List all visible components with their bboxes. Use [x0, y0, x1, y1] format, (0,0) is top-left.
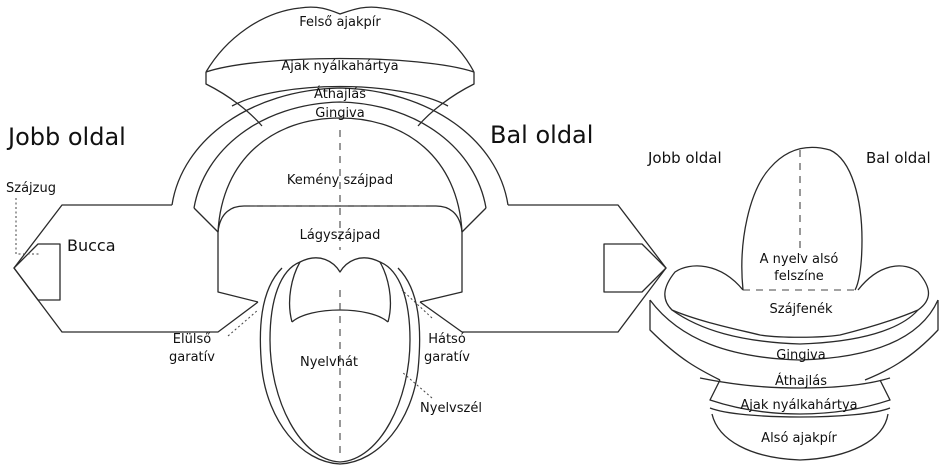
label-lower-lip-mucosa: Ajak nyálkahártya: [740, 398, 857, 413]
label-tongue-edge: Nyelvszél: [420, 401, 482, 416]
label-cheek: Bucca: [67, 236, 116, 255]
label-tongue-under-1: A nyelv alsó: [760, 252, 839, 267]
upper-mouth-diagram: Felső ajakpír Ajak nyálkahártya Áthajlás…: [6, 7, 666, 464]
left-lip-corner-shape: [604, 244, 666, 292]
label-tongue-under-2: felszíne: [774, 269, 824, 284]
label-lower-vestibule: Áthajlás: [775, 373, 827, 389]
label-mouth-floor: Szájfenék: [770, 302, 833, 317]
label-vestibule: Áthajlás: [314, 86, 366, 102]
label-upper-lip: Felső ajakpír: [299, 15, 381, 30]
label-lower-gingiva: Gingiva: [776, 348, 825, 363]
label-side-left: Bal oldal: [490, 121, 593, 149]
right-cheek-region: [14, 205, 258, 332]
right-cheek-inner: [194, 208, 218, 232]
label-posterior-arch-2: garatív: [424, 350, 470, 365]
label-lower-side-right: Jobb oldal: [647, 149, 722, 167]
soft-palate-region-right: [420, 232, 462, 302]
label-soft-palate: Lágyszájpad: [300, 228, 381, 243]
right-lip-corner-shape: [14, 244, 60, 300]
label-lower-lip: Alsó ajakpír: [761, 431, 837, 446]
label-lip-mucosa: Ajak nyálkahártya: [281, 59, 398, 74]
label-posterior-arch-1: Hátsó: [428, 332, 466, 347]
label-anterior-arch-1: Elülső: [173, 332, 211, 347]
label-lower-side-left: Bal oldal: [866, 149, 931, 167]
label-anterior-arch-2: garatív: [169, 350, 215, 365]
soft-palate-region: [218, 232, 258, 302]
label-hard-palate: Kemény szájpad: [287, 173, 393, 188]
label-lip-corner: Szájzug: [6, 181, 56, 196]
lower-mouth-diagram: Jobb oldal Bal oldal A nyelv alsó felszí…: [647, 147, 938, 460]
label-gingiva: Gingiva: [315, 106, 364, 121]
label-tongue-back: Nyelvhát: [300, 355, 358, 370]
left-cheek-inner: [462, 208, 486, 232]
left-cheek-region: [420, 205, 666, 332]
label-side-right: Jobb oldal: [6, 123, 126, 151]
